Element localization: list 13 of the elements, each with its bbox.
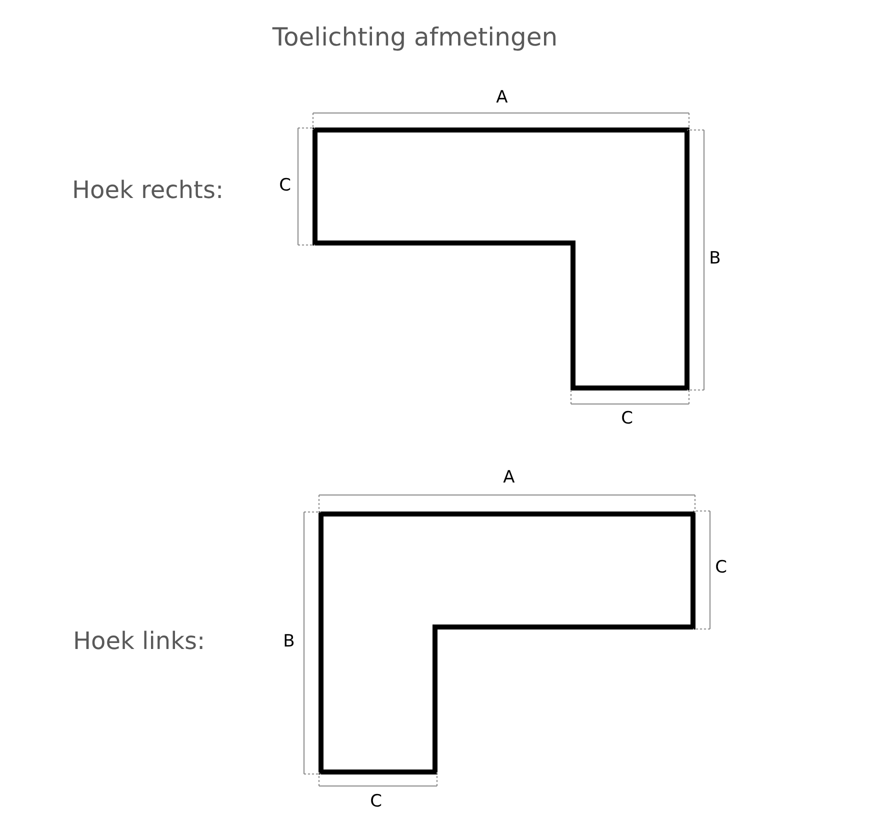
dimension-label: A (496, 90, 508, 106)
dimension-label: C (279, 178, 291, 194)
section-label: Hoek links: (73, 629, 206, 653)
section-label: Hoek rechts: (72, 178, 224, 202)
l-shape-outline (312, 128, 690, 390)
dimension-label: B (283, 634, 295, 650)
dimension-label: A (503, 470, 515, 486)
dimension-label: B (709, 250, 721, 268)
title: Toelichting afmetingen (272, 24, 558, 50)
dimension-label: C (370, 794, 382, 810)
dimension-label: C (715, 560, 727, 576)
l-shape-outline (318, 512, 696, 774)
dimension-label: C (621, 410, 633, 428)
